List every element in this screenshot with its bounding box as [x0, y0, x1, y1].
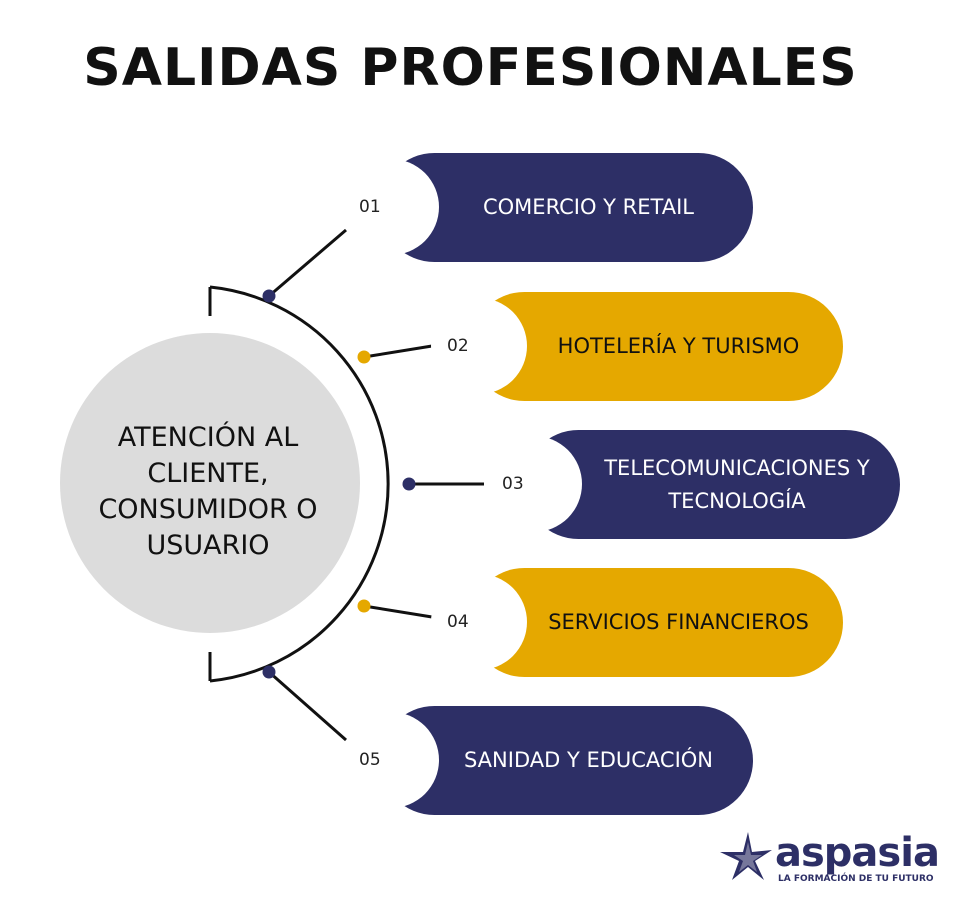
center-label: ATENCIÓN AL CLIENTE, CONSUMIDOR O USUARI… [98, 422, 318, 561]
item-pill-04: SERVICIOS FINANCIEROS [470, 568, 843, 677]
node-dot-03 [402, 477, 416, 491]
center-circle [60, 333, 360, 633]
spoke-04 [363, 604, 433, 619]
item-label-01: COMERCIO Y RETAIL [482, 195, 694, 219]
node-dot-04 [357, 599, 371, 613]
logo-wordmark: aspasia [775, 830, 940, 876]
item-pill-01: COMERCIO Y RETAIL [380, 153, 753, 262]
spoke-05 [268, 670, 347, 742]
item-number-04: 04 [431, 574, 527, 670]
item-pill-02: HOTELERÍA Y TURISMO [470, 292, 843, 401]
node-dot-02 [357, 350, 371, 364]
aspasia-logo: aspasia LA FORMACIÓN DE TU FUTURO [718, 830, 940, 890]
node-dot-01 [262, 289, 276, 303]
item-label-03: TELECOMUNICACIONES Y TECNOLOGÍA [604, 455, 870, 513]
page-title: SALIDAS PROFESIONALES [83, 38, 858, 98]
item-label-04: SERVICIOS FINANCIEROS [548, 610, 809, 634]
logo-tagline: LA FORMACIÓN DE TU FUTURO [778, 874, 934, 884]
item-label-02: HOTELERÍA Y TURISMO [557, 334, 800, 358]
node-dot-05 [262, 665, 276, 679]
item-number-03: 03 [486, 436, 582, 532]
item-pill-03: TELECOMUNICACIONES Y TECNOLOGÍA [524, 430, 900, 539]
spoke-01 [268, 228, 347, 298]
item-label-05: SANIDAD Y EDUCACIÓN [463, 748, 714, 772]
item-number-02: 02 [431, 298, 527, 394]
item-pill-05: SANIDAD Y EDUCACIÓN [380, 706, 753, 815]
item-number-01: 01 [343, 159, 439, 255]
spoke-02 [363, 344, 433, 359]
star-icon [720, 832, 772, 880]
item-number-05: 05 [343, 712, 439, 808]
connector-arc [209, 285, 390, 683]
